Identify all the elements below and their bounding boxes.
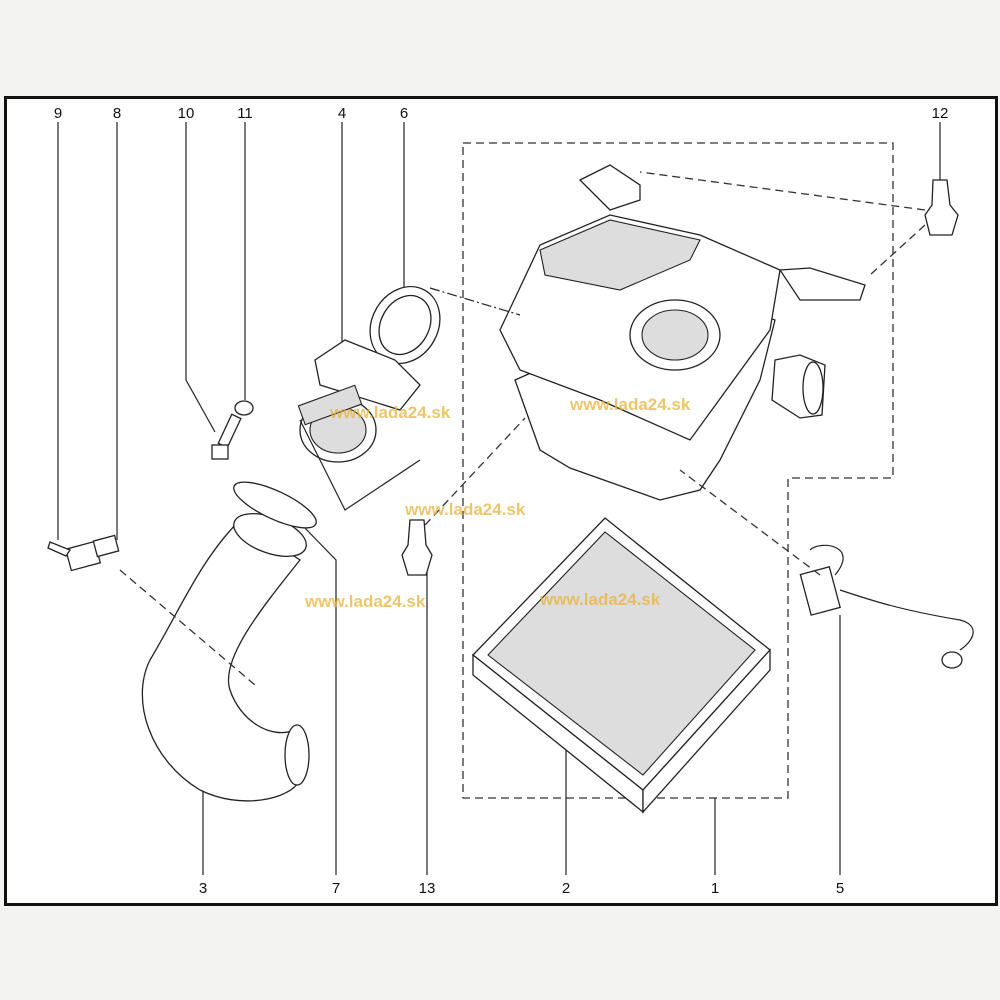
callout-2: 2: [562, 880, 570, 897]
assembly-arrows: [119, 171, 926, 686]
callout-7: 7: [332, 880, 340, 897]
valve-with-pipe: [799, 544, 974, 669]
assembly-boundary: [462, 142, 894, 799]
watermark: www.lada24.sk: [329, 403, 451, 422]
watermark: www.lada24.sk: [304, 592, 426, 611]
rubber-mount-lower: [401, 519, 433, 576]
rubber-mount-upper: [924, 179, 959, 236]
leader-lines: [57, 122, 941, 875]
hose-clamp: [233, 481, 317, 529]
callout-6: 6: [400, 105, 408, 122]
washer: [234, 400, 254, 416]
callout-10: 10: [178, 105, 195, 122]
callout-1: 1: [711, 880, 719, 897]
diagram-frame: [4, 96, 998, 906]
callout-4: 4: [338, 105, 346, 122]
watermark: www.lada24.sk: [539, 590, 661, 609]
temperature-sensor: [64, 534, 120, 572]
callout-13: 13: [419, 880, 436, 897]
callout-5: 5: [836, 880, 844, 897]
watermark: www.lada24.sk: [569, 395, 691, 414]
callout-11: 11: [237, 105, 253, 122]
bolt: [211, 413, 242, 460]
callout-9: 9: [54, 105, 62, 122]
watermark: www.lada24.sk: [404, 500, 526, 519]
air-filter-element: [472, 517, 771, 814]
mass-air-flow-sensor: [297, 339, 421, 463]
callout-12: 12: [932, 105, 949, 122]
sensor-clip: [47, 541, 71, 557]
callout-8: 8: [113, 105, 121, 122]
intake-hose: [141, 513, 310, 802]
callout-3: 3: [199, 880, 207, 897]
air-filter-housing: [499, 164, 866, 501]
